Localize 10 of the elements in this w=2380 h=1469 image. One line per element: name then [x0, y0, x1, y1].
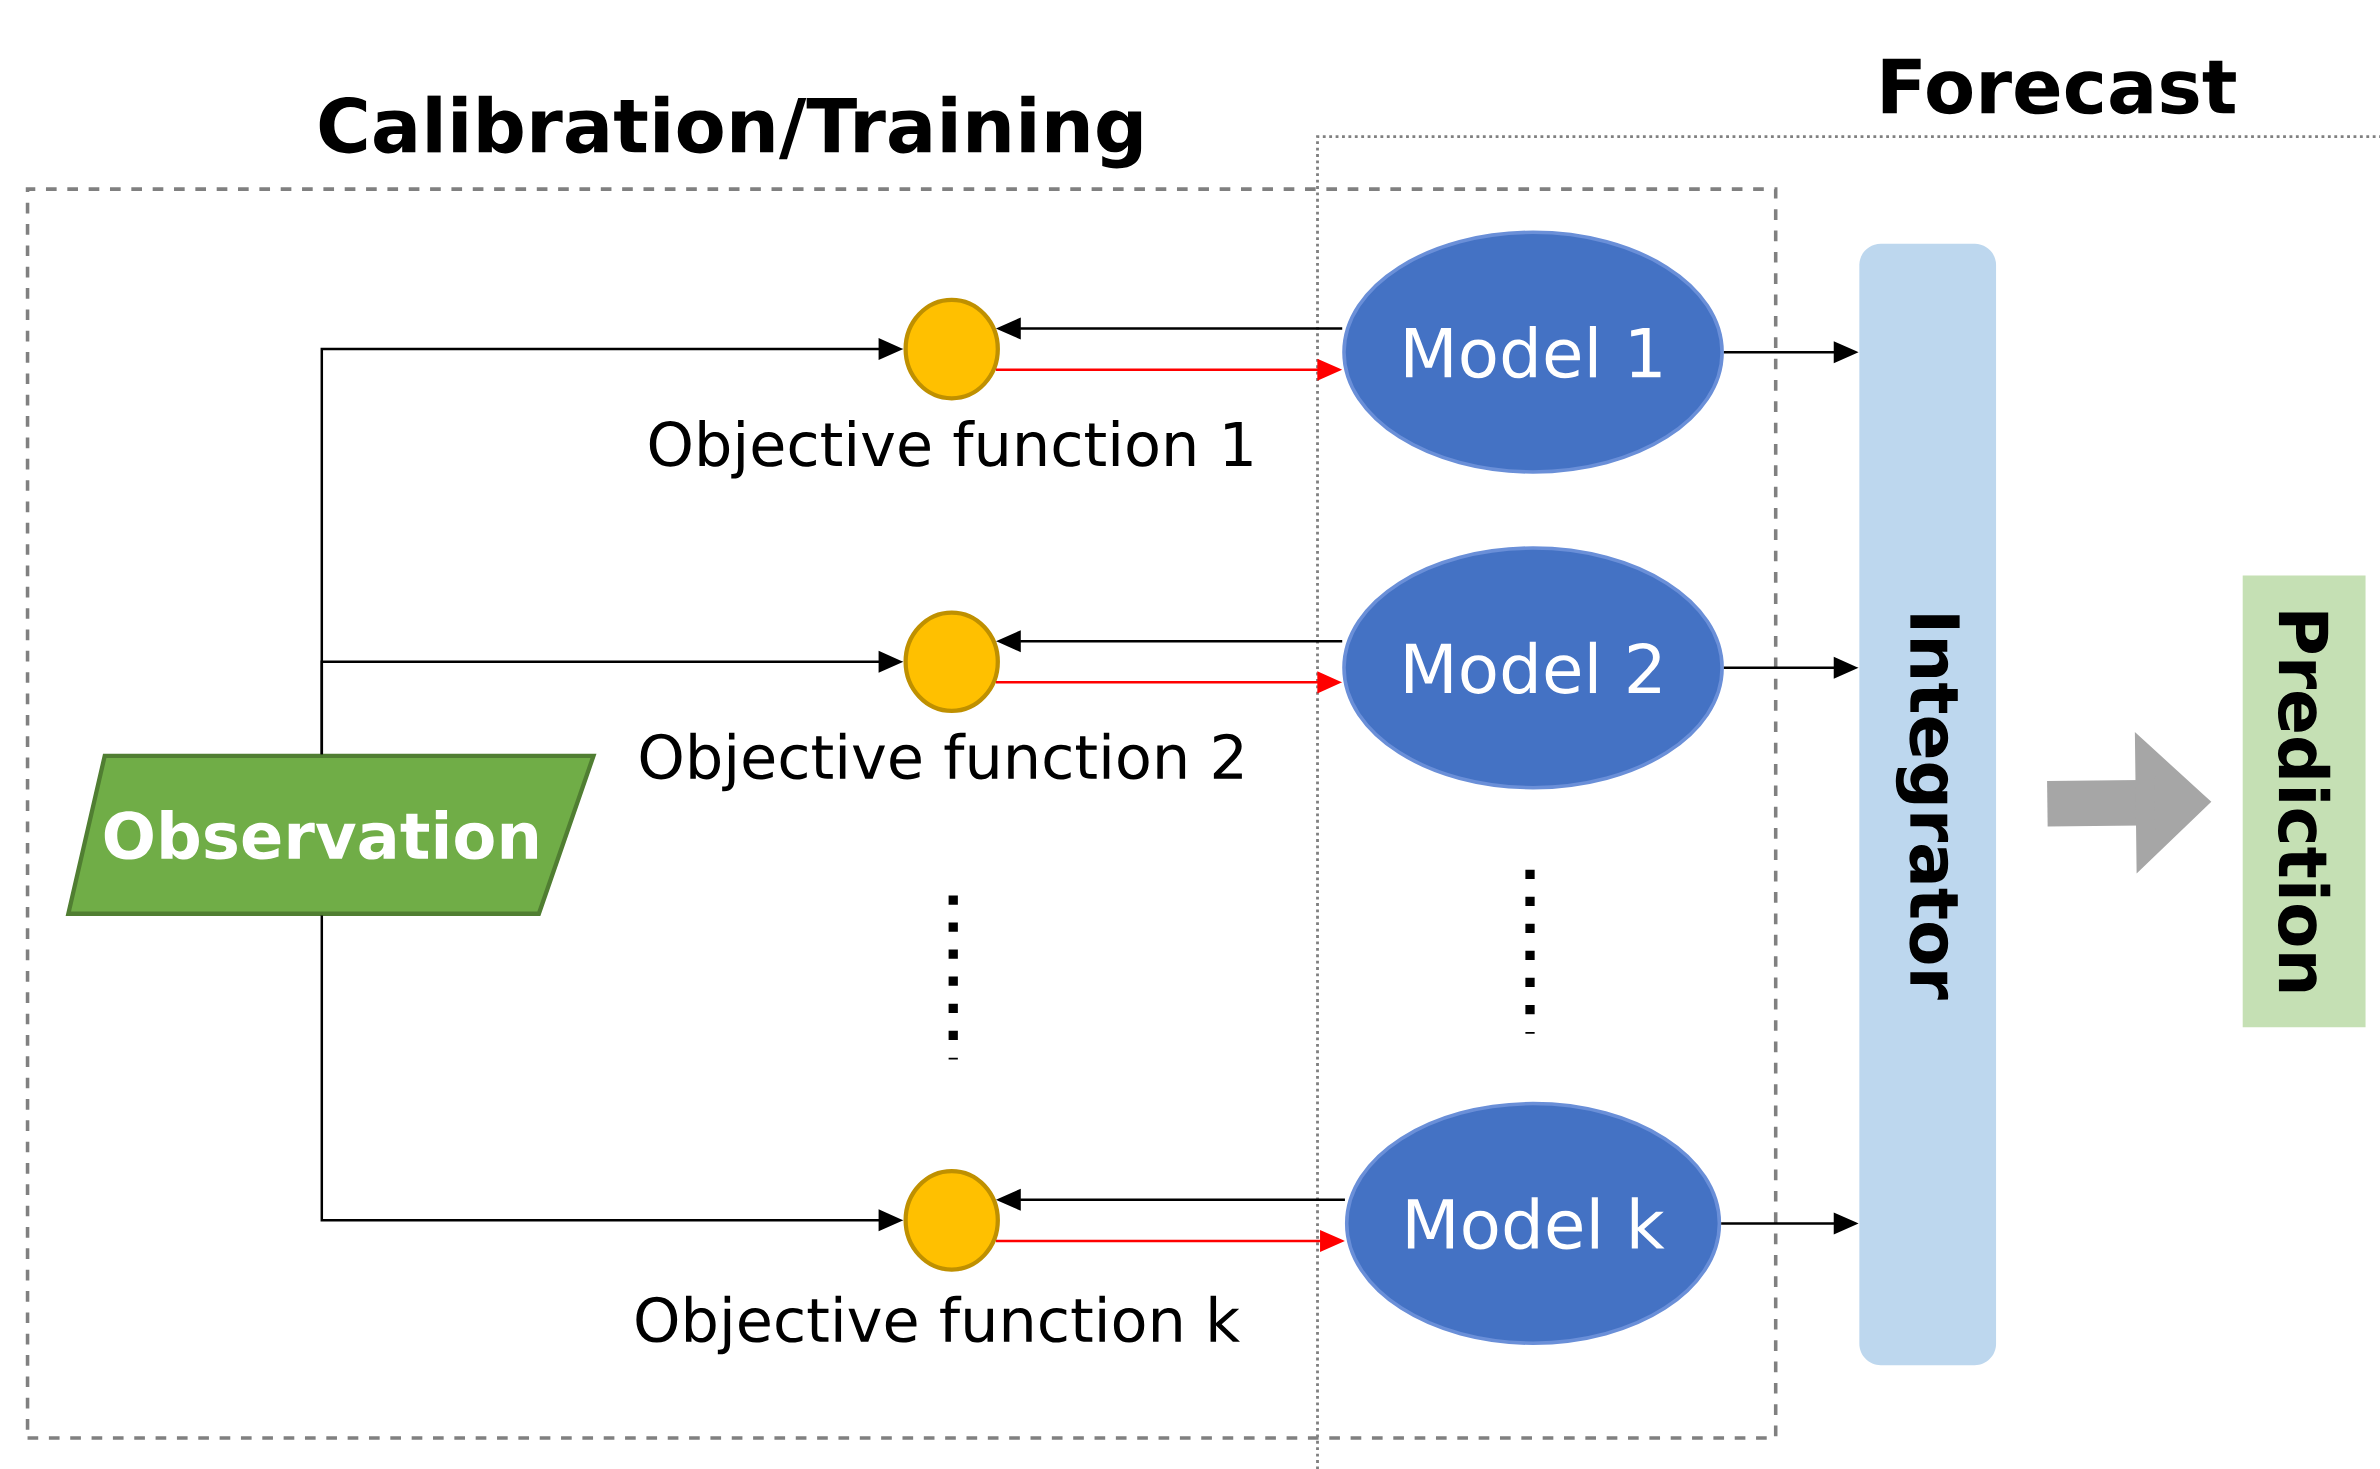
target-circle: [903, 1168, 1000, 1272]
integrator-bar: Integrator: [1859, 243, 1997, 1365]
function-label: Objective function 1: [649, 419, 1252, 479]
function-label: Objective function k: [636, 1295, 1240, 1355]
function-label: Objective function 2: [640, 732, 1242, 792]
target-circle: [903, 610, 1000, 713]
output-box: Prediction: [2242, 575, 2366, 1028]
target-circle: [903, 297, 1000, 401]
region-title: Forecast: [1882, 58, 2236, 115]
node-label: Calibration/Training: [319, 95, 1142, 169]
